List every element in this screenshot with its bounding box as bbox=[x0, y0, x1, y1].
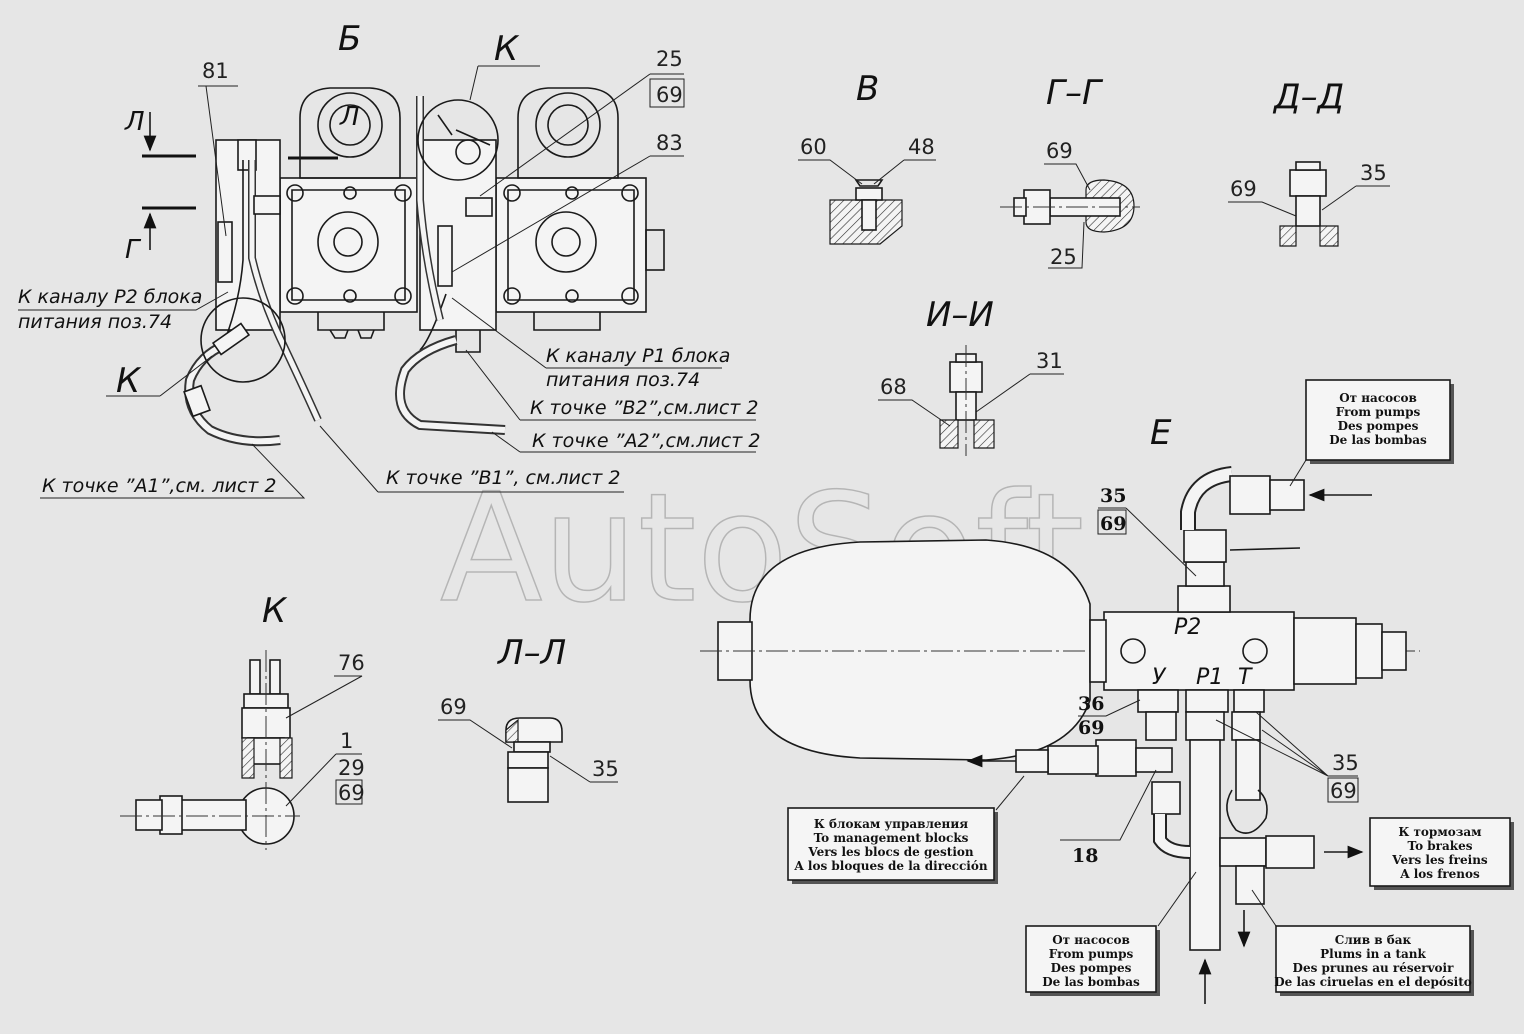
label-69-gg: 69 bbox=[1046, 139, 1073, 163]
view-l-l-group: Л–Л 69 35 bbox=[438, 633, 619, 803]
svg-text:To management blocks: To management blocks bbox=[814, 831, 969, 845]
label-60: 60 bbox=[800, 135, 827, 159]
callout-k-left: К bbox=[116, 361, 142, 401]
box-drain: Слив в бак Plums in a tank Des prunes au… bbox=[1274, 925, 1474, 996]
svg-text:От насосов: От насосов bbox=[1052, 933, 1130, 947]
svg-text:A los bloques de la dirección: A los bloques de la dirección bbox=[793, 859, 987, 873]
note-p1-line2: питания поз.74 bbox=[546, 369, 700, 391]
note-p1-line1: К каналу Р1 блока bbox=[546, 345, 730, 367]
section-mark-l-inner: Л bbox=[339, 102, 360, 132]
label-25-gg: 25 bbox=[1050, 245, 1077, 269]
view-i-i-title: И–И bbox=[926, 295, 994, 335]
port-u: У bbox=[1152, 665, 1167, 690]
note-b2: К точке ”В2”,см.лист 2 bbox=[530, 397, 758, 419]
view-b-group: Б Л Г Л Г bbox=[18, 19, 760, 499]
label-48: 48 bbox=[908, 135, 935, 159]
view-g-g-group: Г–Г 69 25 bbox=[1000, 73, 1140, 269]
svg-text:От насосов: От насосов bbox=[1339, 391, 1417, 405]
svg-text:Des prunes au réservoir: Des prunes au réservoir bbox=[1293, 961, 1455, 975]
label-69-ll: 69 bbox=[440, 695, 467, 719]
view-i-i-group: И–И 68 31 bbox=[878, 295, 1064, 456]
port-t: Т bbox=[1238, 665, 1253, 690]
label-36: 36 bbox=[1078, 693, 1104, 715]
label-83: 83 bbox=[656, 131, 683, 155]
label-35-ll: 35 bbox=[592, 757, 619, 781]
svg-text:A los frenos: A los frenos bbox=[1399, 867, 1480, 881]
label-35-dd: 35 bbox=[1360, 161, 1387, 185]
view-d-d-group: Д–Д 69 35 bbox=[1228, 77, 1390, 247]
note-a1: К точке ”А1”,см. лист 2 bbox=[42, 475, 276, 497]
label-69-top: 69 bbox=[1100, 513, 1126, 535]
svg-text:Vers les freins: Vers les freins bbox=[1391, 853, 1488, 867]
svg-text:Plums in a tank: Plums in a tank bbox=[1320, 947, 1426, 961]
box-to-brakes: К тормозам To brakes Vers les freins A l… bbox=[1369, 817, 1514, 890]
svg-text:К блокам управления: К блокам управления bbox=[814, 817, 968, 831]
label-29: 29 bbox=[338, 756, 365, 780]
label-68: 68 bbox=[880, 375, 907, 399]
view-d-d-title: Д–Д bbox=[1272, 77, 1344, 117]
view-v-title: В bbox=[856, 69, 879, 109]
svg-text:Vers les blocs de gestion: Vers les blocs de gestion bbox=[807, 845, 974, 859]
label-31: 31 bbox=[1036, 349, 1063, 373]
svg-text:De las ciruelas en el depósito: De las ciruelas en el depósito bbox=[1274, 975, 1472, 989]
label-69-dd: 69 bbox=[1230, 177, 1257, 201]
label-25: 25 bbox=[656, 47, 683, 71]
svg-text:Слив в бак: Слив в бак bbox=[1335, 933, 1412, 947]
label-18: 18 bbox=[1072, 845, 1098, 867]
svg-text:From pumps: From pumps bbox=[1336, 405, 1421, 419]
label-76: 76 bbox=[338, 651, 365, 675]
detail-k-circle bbox=[200, 297, 286, 383]
port-p1: Р1 bbox=[1196, 665, 1223, 690]
label-69-left: 69 bbox=[1078, 717, 1104, 739]
svg-text:De las bombas: De las bombas bbox=[1329, 433, 1427, 447]
svg-text:Des pompes: Des pompes bbox=[1051, 961, 1132, 975]
box-from-pumps-bottom: От насосов From pumps Des pompes De las … bbox=[1025, 925, 1160, 996]
view-e-title: Е bbox=[1150, 413, 1172, 453]
view-v-group: В 60 48 bbox=[798, 69, 936, 245]
svg-text:Des pompes: Des pompes bbox=[1338, 419, 1419, 433]
note-a2: К точке ”А2”,см.лист 2 bbox=[532, 430, 760, 452]
label-69: 69 bbox=[656, 83, 683, 107]
view-e-group: Е Р2 У Р1 Т bbox=[700, 413, 1420, 1004]
view-l-l-title: Л–Л bbox=[496, 633, 566, 673]
box-from-pumps-top: От насосов From pumps Des pompes De las … bbox=[1305, 379, 1454, 464]
label-1: 1 bbox=[340, 729, 353, 753]
port-p2: Р2 bbox=[1174, 615, 1201, 640]
box-to-management: К блокам управления To management blocks… bbox=[787, 807, 998, 884]
svg-text:De las bombas: De las bombas bbox=[1042, 975, 1140, 989]
section-mark-l: Л bbox=[124, 107, 145, 137]
note-b1: К точке ”В1”, см.лист 2 bbox=[386, 467, 621, 489]
section-mark-g: Г bbox=[125, 235, 142, 265]
view-g-g-title: Г–Г bbox=[1046, 73, 1104, 113]
label-69-k: 69 bbox=[338, 781, 365, 805]
label-35-right: 35 bbox=[1332, 751, 1359, 775]
view-b-title: Б bbox=[338, 19, 361, 59]
callout-k-top: К bbox=[494, 29, 520, 69]
view-k-title: К bbox=[262, 591, 288, 631]
svg-text:To brakes: To brakes bbox=[1408, 839, 1473, 853]
note-p2-line1: К каналу Р2 блока bbox=[18, 286, 202, 308]
svg-text:К тормозам: К тормозам bbox=[1398, 825, 1482, 839]
label-81: 81 bbox=[202, 59, 229, 83]
note-p2-line2: питания поз.74 bbox=[18, 311, 172, 333]
label-35-top: 35 bbox=[1100, 485, 1126, 507]
svg-text:From pumps: From pumps bbox=[1049, 947, 1134, 961]
view-k-group: К 76 1 29 69 bbox=[120, 591, 365, 850]
label-69-right: 69 bbox=[1330, 779, 1357, 803]
